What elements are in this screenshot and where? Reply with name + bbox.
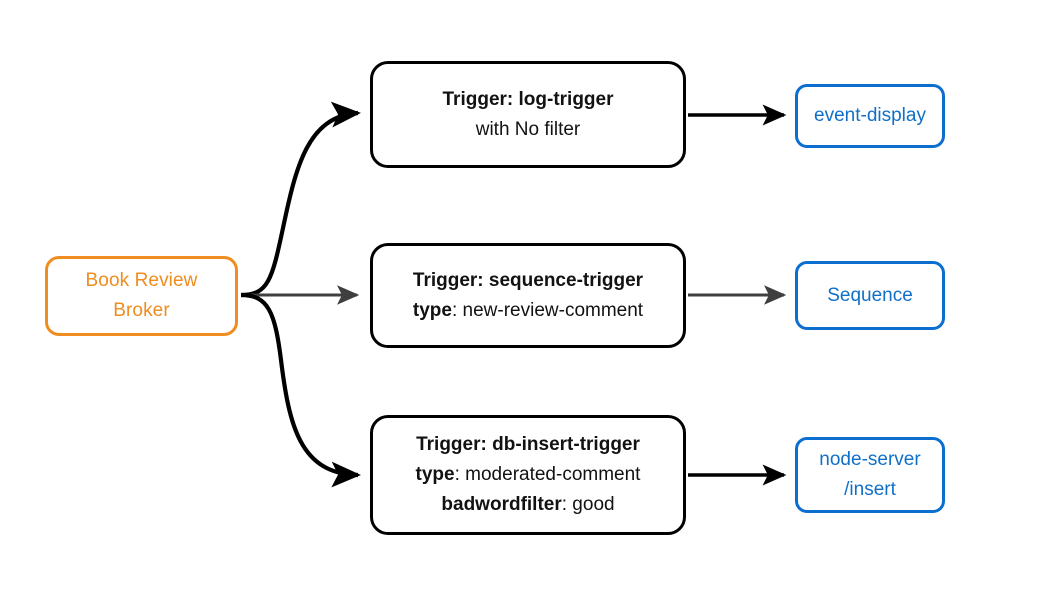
node-label-line: Sequence [827, 284, 913, 306]
edge-broker-to-db-insert-trigger [240, 292, 361, 488]
trigger-line-title: Trigger: db-insert-trigger [416, 434, 640, 455]
node-trigger-sequence-trigger[interactable]: Trigger: sequence-trigger type: new-revi… [370, 243, 686, 348]
node-sequence[interactable]: Sequence [795, 261, 945, 330]
trigger-line-title: Trigger: sequence-trigger [412, 269, 644, 291]
node-label-line: Broker [113, 300, 170, 321]
node-trigger-log-trigger[interactable]: Trigger: log-trigger with No filter [370, 61, 686, 168]
trigger-line-detail: with No filter [475, 118, 581, 140]
node-event-display[interactable]: event-display [795, 84, 945, 148]
node-label-line: /insert [844, 479, 896, 500]
node-label-line: Book Review [85, 270, 198, 291]
node-trigger-db-insert-trigger[interactable]: Trigger: db-insert-trigger type: moderat… [370, 415, 686, 535]
node-node-server-insert[interactable]: node-server /insert [795, 437, 945, 513]
trigger-line-title: Trigger: log-trigger [442, 88, 614, 110]
trigger-line-detail: type: new-review-comment [412, 299, 644, 321]
trigger-line-detail: badwordfilter: good [441, 494, 615, 515]
edge-broker-to-log-trigger [240, 101, 361, 298]
node-label-line: node-server [819, 449, 921, 470]
node-book-review-broker[interactable]: Book Review Broker [45, 256, 238, 336]
trigger-line-detail: type: moderated-comment [415, 464, 641, 485]
node-label-line: event-display [814, 105, 926, 126]
